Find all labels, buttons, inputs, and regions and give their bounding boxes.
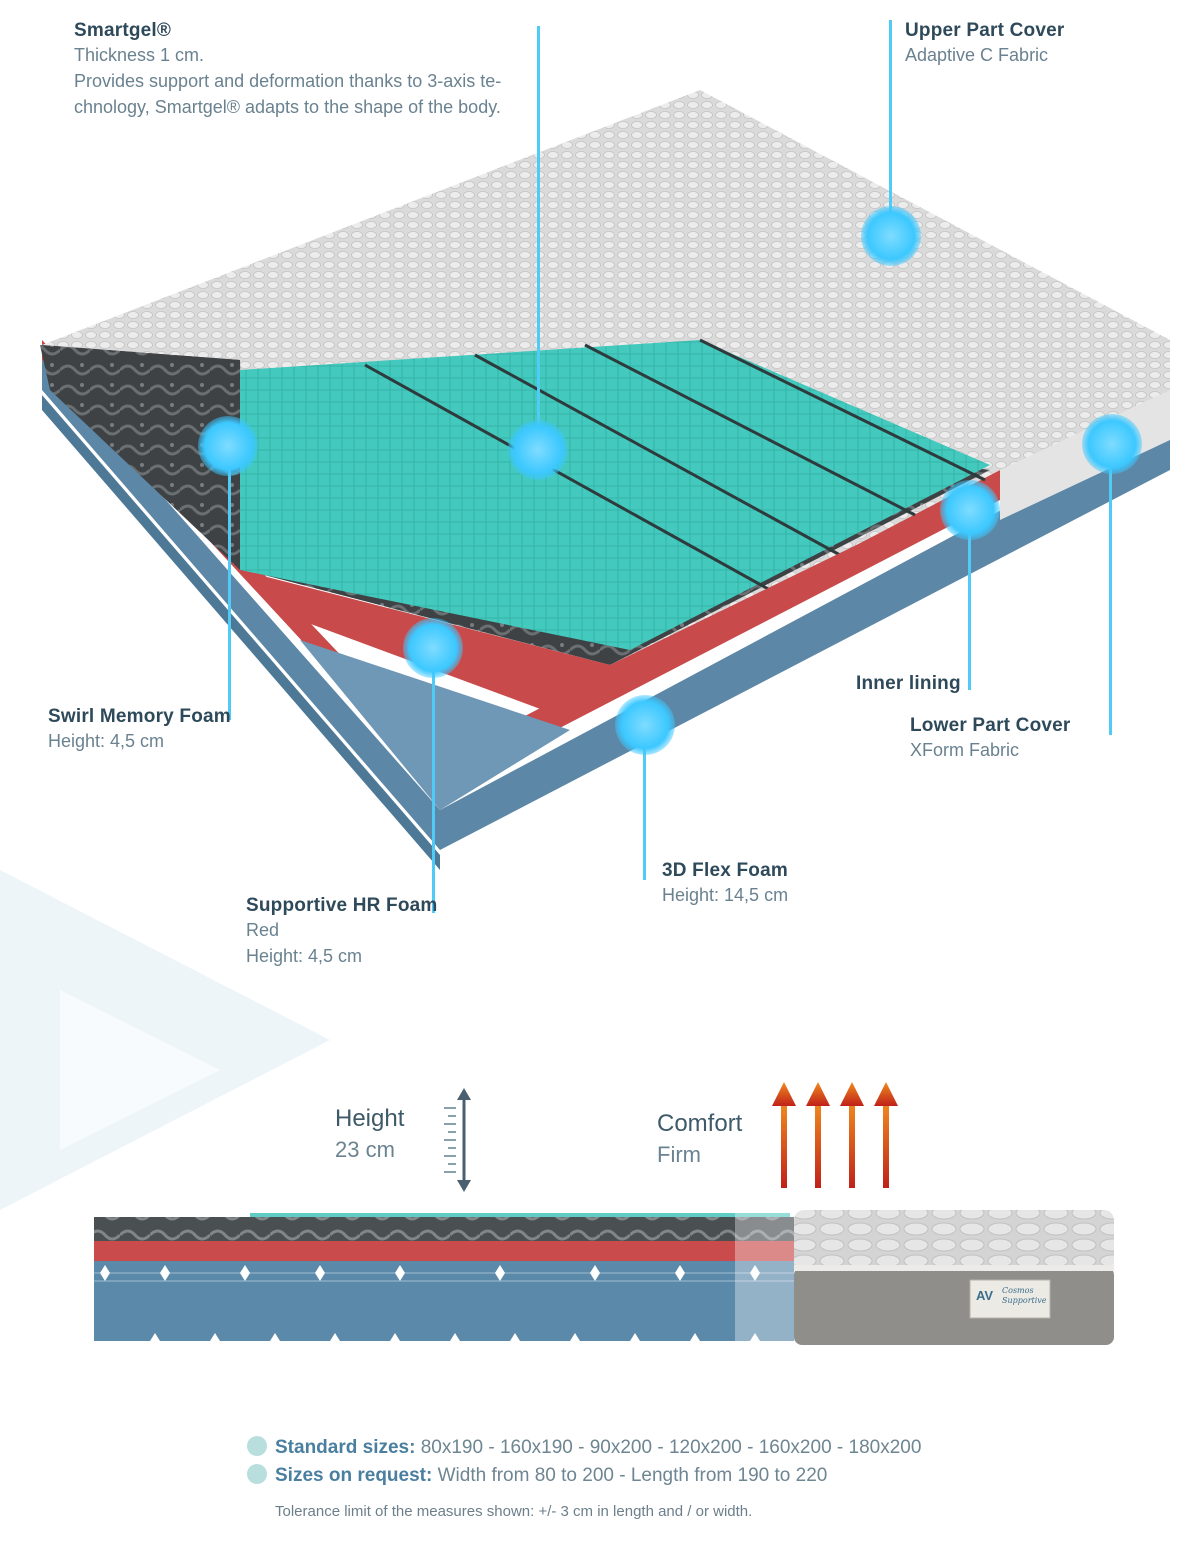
background-chevron-decoration xyxy=(0,870,330,1210)
hr-label: Supportive HR Foam Red Height: 4,5 cm xyxy=(246,895,438,969)
lower-cover-sub: XForm Fabric xyxy=(910,740,1020,760)
flex3d-label: 3D Flex Foam Height: 14,5 cm xyxy=(662,860,788,908)
inner-lining-pointer-line xyxy=(968,510,971,690)
hr-pointer-line xyxy=(432,648,435,913)
upper-cover-sub: Adaptive C Fabric xyxy=(905,45,1049,65)
comfort-value: Firm xyxy=(657,1142,701,1167)
lower-cover-marker xyxy=(1082,414,1142,474)
brand-tag: AV Cosmos Supportive xyxy=(972,1282,1048,1316)
standard-sizes: Standard sizes: 80x190 - 160x190 - 90x20… xyxy=(247,1436,921,1459)
height-label: Height xyxy=(335,1105,405,1132)
bullet-icon xyxy=(247,1464,267,1484)
comfort-arrows-icon xyxy=(772,1082,898,1188)
upper-cover-marker xyxy=(861,206,921,266)
tolerance-note: Tolerance limit of the measures shown: +… xyxy=(275,1503,753,1520)
brand-script: Cosmos Supportive xyxy=(1002,1286,1047,1305)
height-ruler-icon xyxy=(444,1088,471,1192)
swirl-sub: Height: 4,5 cm xyxy=(48,731,165,751)
lower-cover-title: Lower Part Cover xyxy=(910,715,1071,736)
request-sizes-value: Width from 80 to 200 - Length from 190 t… xyxy=(437,1465,828,1486)
height-spec: Height 23 cm xyxy=(335,1105,404,1163)
upper-cover-pointer-line xyxy=(889,20,892,235)
standard-sizes-label: Standard sizes: xyxy=(275,1437,416,1458)
smartgel-desc-1: Thickness 1 cm. xyxy=(74,45,205,65)
flex3d-sub: Height: 14,5 cm xyxy=(662,885,789,905)
height-value: 23 cm xyxy=(335,1137,395,1162)
request-sizes-label: Sizes on request: xyxy=(275,1465,433,1486)
swirl-label: Swirl Memory Foam Height: 4,5 cm xyxy=(48,706,231,754)
swirl-pointer-line xyxy=(228,445,231,720)
comfort-spec: Comfort Firm xyxy=(657,1110,742,1168)
standard-sizes-value: 80x190 - 160x190 - 90x200 - 120x200 - 16… xyxy=(420,1437,922,1458)
smartgel-title: Smartgel® xyxy=(74,20,172,41)
hr-sub-1: Red xyxy=(246,920,280,940)
smartgel-pointer-line xyxy=(537,26,540,446)
smartgel-desc-2: Provides support and deformation thanks … xyxy=(74,71,502,91)
bullet-icon xyxy=(247,1436,267,1456)
smartgel-label: Smartgel® Thickness 1 cm. Provides suppo… xyxy=(74,20,544,120)
inner-lining-marker xyxy=(940,480,1000,540)
request-sizes: Sizes on request: Width from 80 to 200 -… xyxy=(247,1464,827,1487)
hr-sub-2: Height: 4,5 cm xyxy=(246,946,363,966)
smartgel-desc-3: chnology, Smartgel® adapts to the shape … xyxy=(74,97,501,117)
lower-cover-label: Lower Part Cover XForm Fabric xyxy=(910,715,1071,763)
brand-logo: AV xyxy=(976,1288,994,1303)
smartgel-marker xyxy=(508,420,568,480)
hr-marker xyxy=(403,618,463,678)
swirl-marker xyxy=(198,416,258,476)
comfort-label: Comfort xyxy=(657,1110,743,1137)
upper-cover-title: Upper Part Cover xyxy=(905,20,1065,41)
swirl-title: Swirl Memory Foam xyxy=(48,706,231,727)
flex3d-marker xyxy=(615,695,675,755)
inner-lining-title: Inner lining xyxy=(856,673,961,694)
hr-title: Supportive HR Foam xyxy=(246,895,438,916)
lower-cover-pointer-line xyxy=(1109,445,1112,735)
inner-lining-label: Inner lining xyxy=(856,673,961,695)
mattress-side-profile xyxy=(94,1210,1114,1345)
upper-cover-label: Upper Part Cover Adaptive C Fabric xyxy=(905,20,1064,68)
flex3d-pointer-line xyxy=(643,725,646,880)
flex3d-title: 3D Flex Foam xyxy=(662,860,788,881)
